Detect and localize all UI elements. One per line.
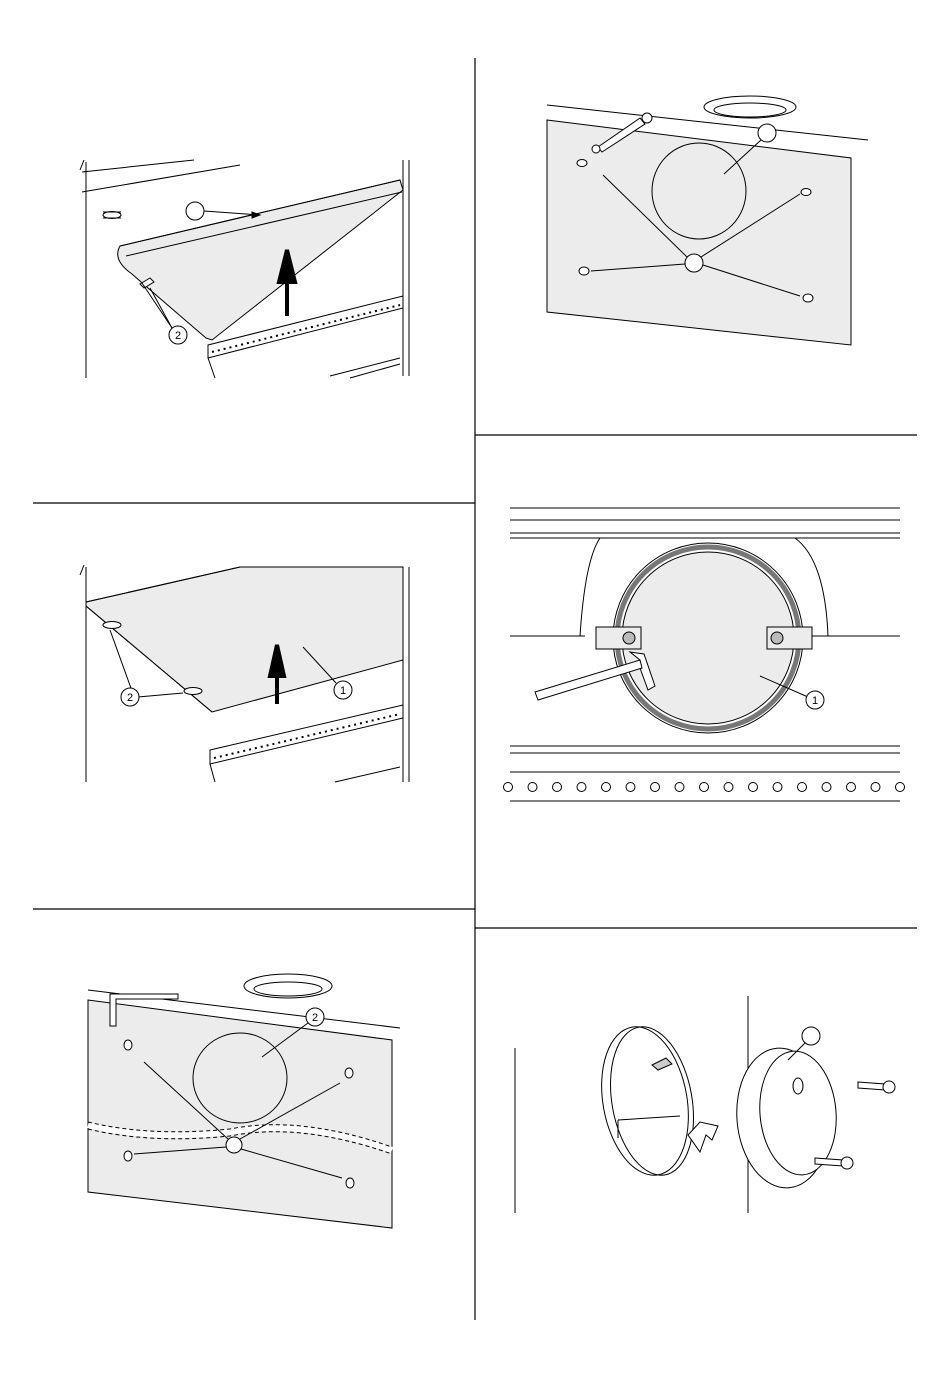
- rail-hole: [798, 783, 807, 792]
- figure-remove-back-panel: [88, 974, 400, 1228]
- figure-remove-shelf: [80, 565, 409, 782]
- duct-disc-loose: [591, 1020, 700, 1182]
- rail-hole: [773, 783, 782, 792]
- rail-hole: [651, 783, 660, 792]
- figure-duct-parts: [515, 996, 895, 1213]
- shelf-rail-2: [210, 705, 403, 764]
- figure-back-panel-wrench: [547, 96, 868, 345]
- rail-hole: [626, 783, 635, 792]
- callout-1-shelf: 1: [340, 685, 346, 697]
- screw-icon-1: [858, 1082, 885, 1090]
- duct-ring-2: [193, 1033, 287, 1123]
- callout-2-shelf: 2: [127, 692, 133, 704]
- rail-hole: [700, 783, 709, 792]
- rail-hole: [896, 783, 905, 792]
- rail-hole: [871, 783, 880, 792]
- rail-hole: [577, 783, 586, 792]
- rail-hole: [847, 783, 856, 792]
- rail-holes: [504, 783, 905, 792]
- clip-icon: [688, 1122, 718, 1152]
- duct-ring: [652, 143, 746, 239]
- rail-hole: [602, 783, 611, 792]
- rail-hole: [675, 783, 684, 792]
- rail-hole: [528, 783, 537, 792]
- callout-2-lift: 2: [175, 330, 181, 342]
- figure-lift-shelf-cover: [80, 160, 409, 378]
- rail-hole: [504, 783, 513, 792]
- rail-hole: [553, 783, 562, 792]
- rail-hole: [724, 783, 733, 792]
- callout-1-duct: 1: [812, 695, 818, 707]
- rail-hole: [749, 783, 758, 792]
- figure-duct-clamp: [510, 508, 900, 801]
- screw-icon-2: [815, 1158, 843, 1166]
- callout-2-back: 2: [312, 1012, 318, 1024]
- rail-hole: [822, 783, 831, 792]
